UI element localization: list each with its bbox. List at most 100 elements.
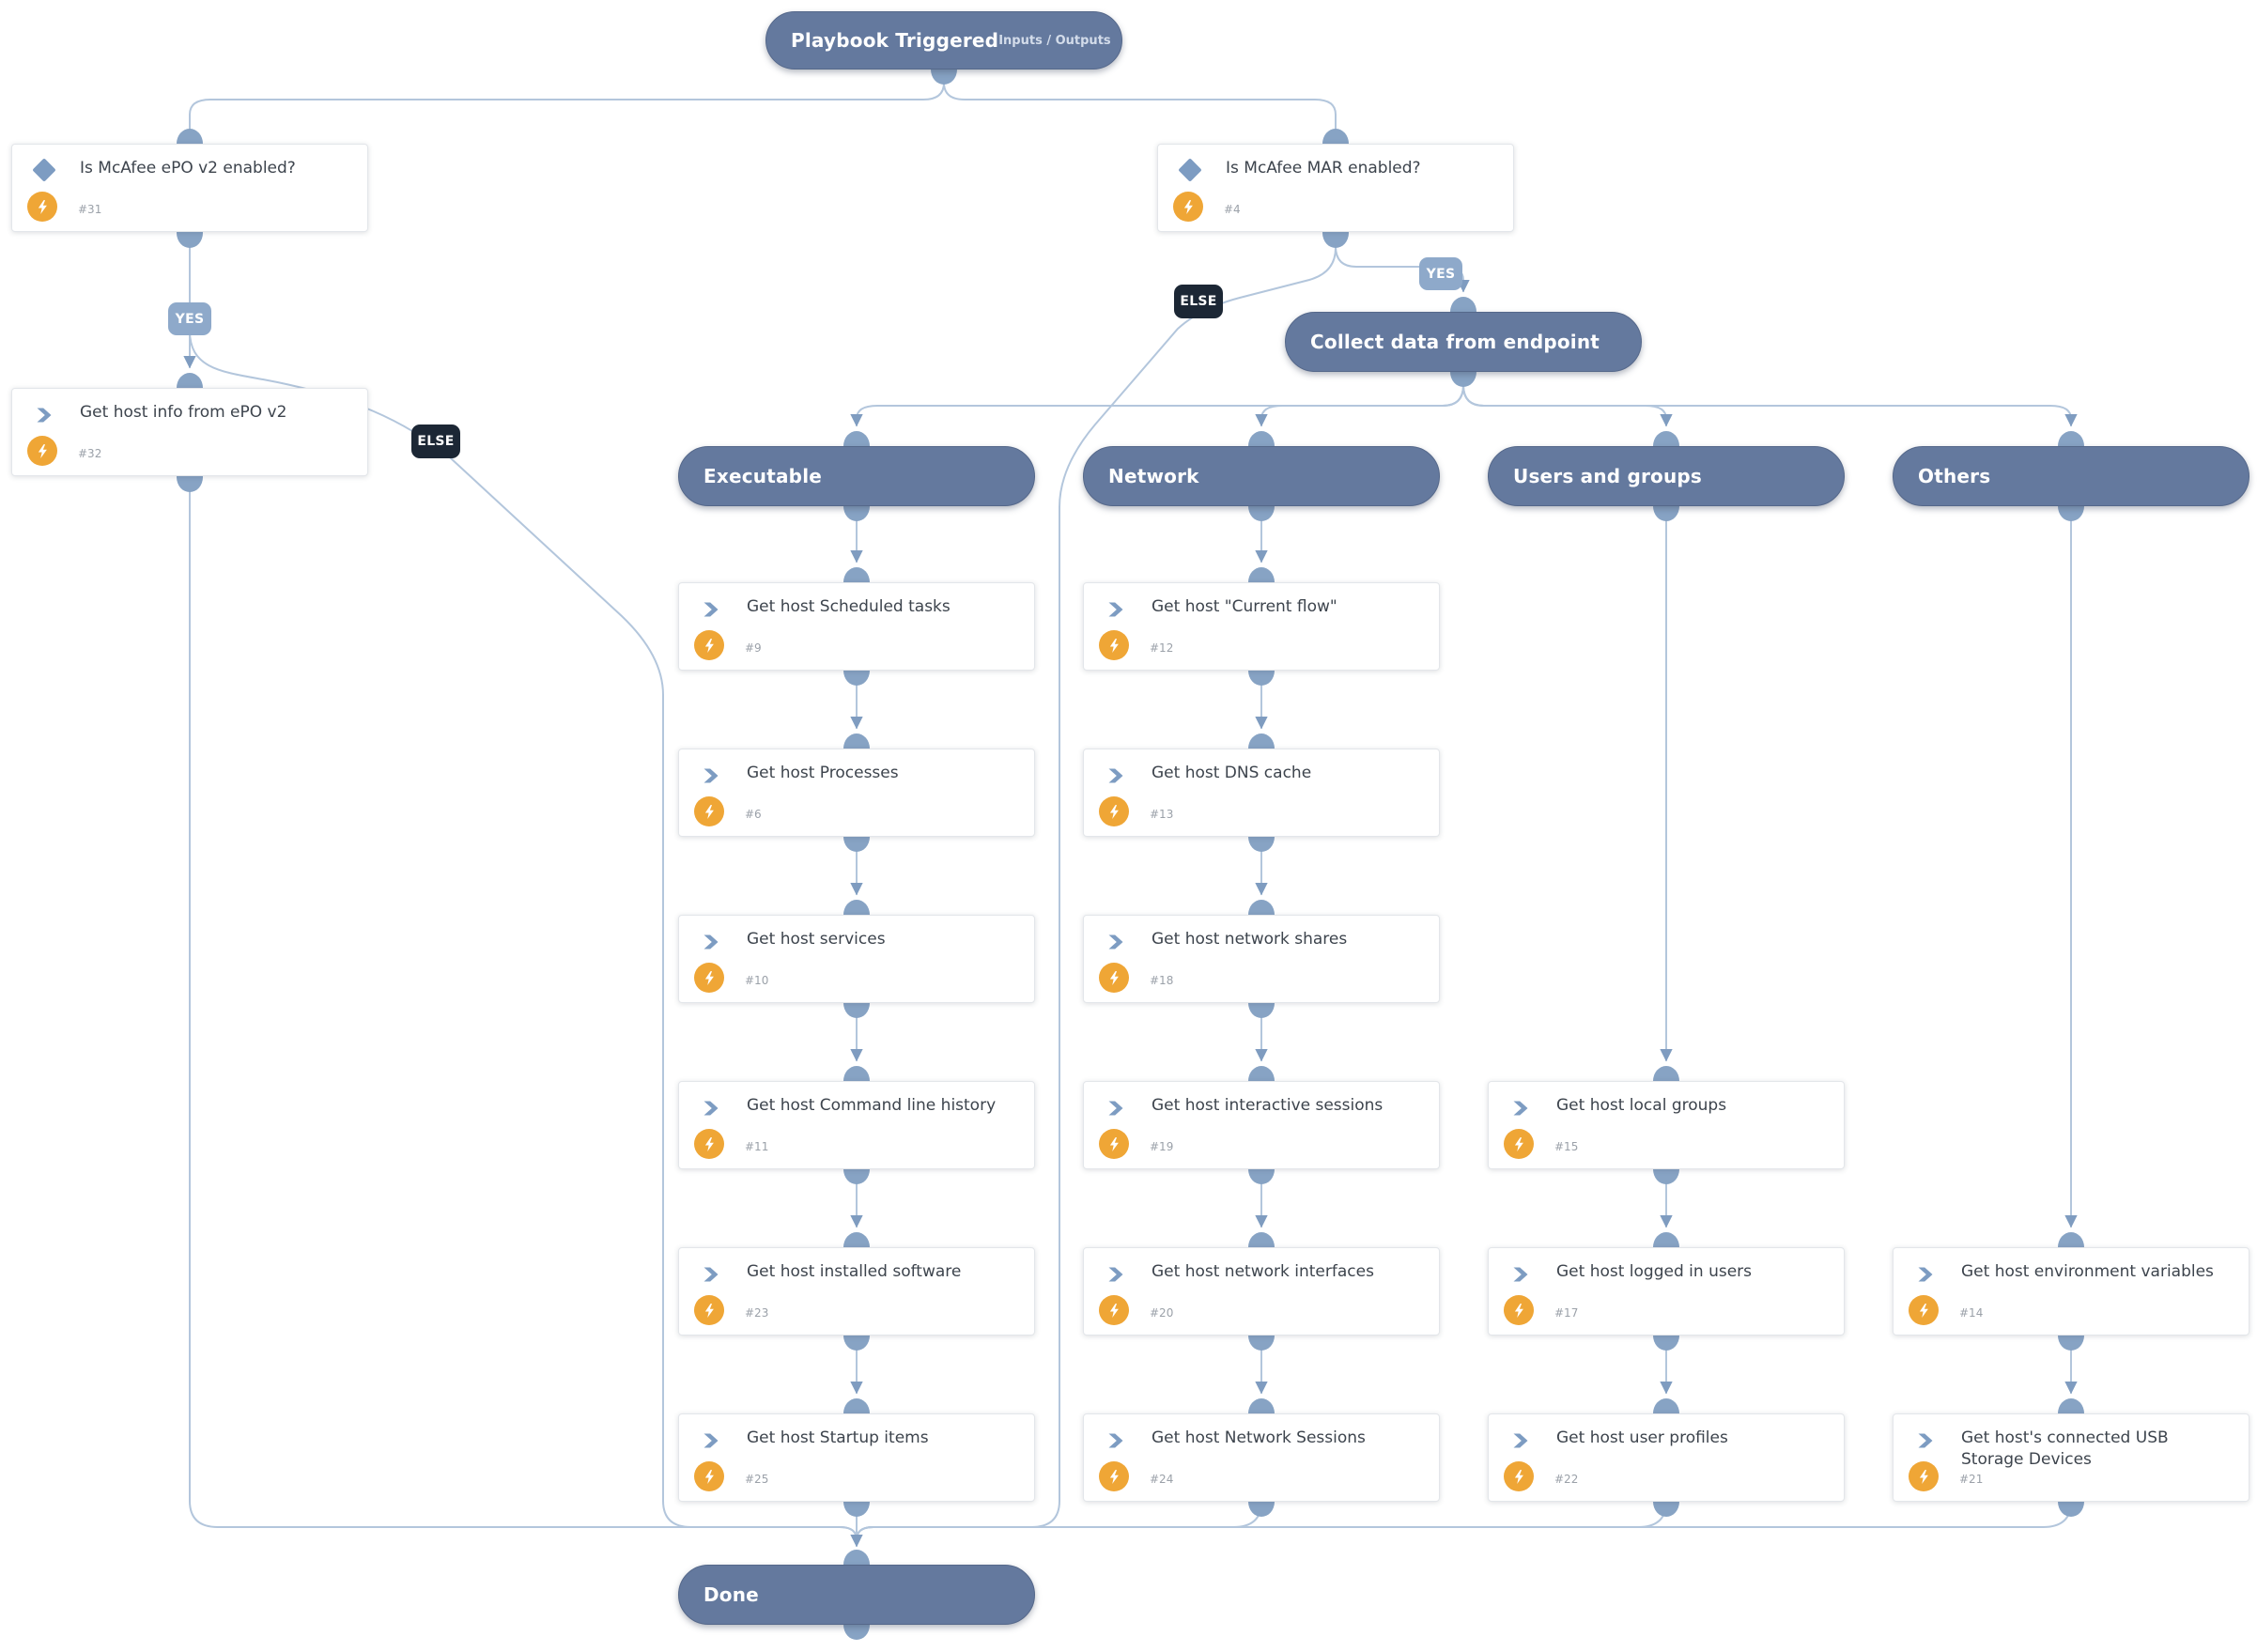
task-title: Get host environment variables bbox=[1961, 1262, 2214, 1281]
done-title: Done bbox=[703, 1583, 759, 1606]
lightning-bolt-icon bbox=[694, 796, 724, 826]
task-node-get-host-command-line-history[interactable]: Get host Command line history #11 bbox=[678, 1081, 1035, 1169]
lightning-bolt-icon bbox=[1504, 1129, 1534, 1159]
task-title: Get host services bbox=[747, 930, 886, 949]
task-title: Get host user profiles bbox=[1556, 1428, 1728, 1447]
task-node-get-host-processes[interactable]: Get host Processes #6 bbox=[678, 749, 1035, 837]
edge-path bbox=[1255, 371, 1464, 427]
task-node-get-host-info-from-epo-v2[interactable]: Get host info from ePO v2 #32 bbox=[11, 388, 368, 476]
condition-node-is-mcafee-mar-enabled[interactable]: Is McAfee MAR enabled? #4 bbox=[1157, 144, 1514, 232]
header-title: Users and groups bbox=[1513, 465, 1703, 487]
task-node-get-host-current-flow[interactable]: Get host "Current flow" #12 bbox=[1083, 582, 1440, 671]
section-header-others[interactable]: Others bbox=[1893, 446, 2249, 506]
header-title: Executable bbox=[703, 465, 823, 487]
task-chevron-icon bbox=[1106, 1099, 1125, 1118]
playbook-trigger-node[interactable]: Playbook Triggered Inputs / Outputs bbox=[765, 11, 1122, 69]
task-node-get-host-installed-software[interactable]: Get host installed software #23 bbox=[678, 1247, 1035, 1335]
task-number: #17 bbox=[1554, 1306, 1579, 1320]
task-chevron-icon bbox=[702, 1265, 720, 1284]
branch-label-yes-mar: YES bbox=[1419, 257, 1462, 290]
task-node-get-host-network-sessions[interactable]: Get host Network Sessions #24 bbox=[1083, 1413, 1440, 1502]
task-chevron-icon bbox=[1106, 600, 1125, 619]
condition-title: Is McAfee MAR enabled? bbox=[1226, 159, 1421, 178]
done-node[interactable]: Done bbox=[678, 1565, 1035, 1625]
lightning-bolt-icon bbox=[694, 963, 724, 993]
task-node-get-host-services[interactable]: Get host services #10 bbox=[678, 915, 1035, 1003]
task-node-get-host-user-profiles[interactable]: Get host user profiles #22 bbox=[1488, 1413, 1845, 1502]
branch-label-else-mar: ELSE bbox=[1174, 285, 1223, 318]
section-header-users-and-groups[interactable]: Users and groups bbox=[1488, 446, 1845, 506]
task-node-get-host-interactive-sessions[interactable]: Get host interactive sessions #19 bbox=[1083, 1081, 1440, 1169]
task-number: #24 bbox=[1150, 1473, 1174, 1486]
task-number: #11 bbox=[745, 1140, 769, 1153]
lightning-bolt-icon bbox=[1909, 1461, 1939, 1491]
lightning-bolt-icon bbox=[1504, 1295, 1534, 1325]
section-header-collect-data-from-endpoint[interactable]: Collect data from endpoint bbox=[1285, 312, 1642, 372]
task-title: Get host Network Sessions bbox=[1152, 1428, 1366, 1447]
task-title: Get host Command line history bbox=[747, 1096, 997, 1115]
lightning-bolt-icon bbox=[1099, 630, 1129, 660]
task-number: #10 bbox=[745, 974, 769, 987]
task-node-get-host-logged-in-users[interactable]: Get host logged in users #17 bbox=[1488, 1247, 1845, 1335]
condition-node-is-mcafee-epo-v2-enabled[interactable]: Is McAfee ePO v2 enabled? #31 bbox=[11, 144, 368, 232]
condition-title: Is McAfee ePO v2 enabled? bbox=[80, 159, 296, 178]
task-node-get-host-network-shares[interactable]: Get host network shares #18 bbox=[1083, 915, 1440, 1003]
lightning-bolt-icon bbox=[27, 192, 57, 222]
task-node-get-host-s-connected-usb-storage-devices[interactable]: Get host's connected USB Storage Devices… bbox=[1893, 1413, 2249, 1502]
lightning-bolt-icon bbox=[694, 1295, 724, 1325]
task-title: Get host Processes bbox=[747, 764, 899, 782]
task-title: Get host Startup items bbox=[747, 1428, 929, 1447]
header-title: Network bbox=[1108, 465, 1199, 487]
lightning-bolt-icon bbox=[1099, 1461, 1129, 1491]
inputs-outputs-link[interactable]: Inputs / Outputs bbox=[998, 33, 1111, 48]
task-number: #22 bbox=[1554, 1473, 1579, 1486]
edge-path bbox=[1462, 371, 2078, 427]
task-node-get-host-scheduled-tasks[interactable]: Get host Scheduled tasks #9 bbox=[678, 582, 1035, 671]
task-title: Get host interactive sessions bbox=[1152, 1096, 1384, 1115]
task-number: #20 bbox=[1150, 1306, 1174, 1320]
task-number: #13 bbox=[1150, 808, 1174, 821]
task-title: Get host "Current flow" bbox=[1152, 597, 1337, 616]
task-number: #21 bbox=[1959, 1473, 1984, 1486]
task-number: #31 bbox=[78, 203, 102, 216]
task-chevron-icon bbox=[1916, 1265, 1935, 1284]
task-title: Get host installed software bbox=[747, 1262, 962, 1281]
task-chevron-icon bbox=[1106, 766, 1125, 785]
lightning-bolt-icon bbox=[1099, 796, 1129, 826]
task-title: Get host network interfaces bbox=[1152, 1262, 1374, 1281]
task-node-get-host-environment-variables[interactable]: Get host environment variables #14 bbox=[1893, 1247, 2249, 1335]
task-chevron-icon bbox=[1511, 1099, 1530, 1118]
task-chevron-icon bbox=[702, 600, 720, 619]
task-node-get-host-dns-cache[interactable]: Get host DNS cache #13 bbox=[1083, 749, 1440, 837]
section-header-network[interactable]: Network bbox=[1083, 446, 1440, 506]
task-title: Get host network shares bbox=[1152, 930, 1348, 949]
task-chevron-icon bbox=[1106, 1431, 1125, 1450]
lightning-bolt-icon bbox=[1099, 1295, 1129, 1325]
task-chevron-icon bbox=[1511, 1431, 1530, 1450]
lightning-bolt-icon bbox=[1099, 963, 1129, 993]
lightning-bolt-icon bbox=[694, 1129, 724, 1159]
task-node-get-host-local-groups[interactable]: Get host local groups #15 bbox=[1488, 1081, 1845, 1169]
task-number: #4 bbox=[1224, 203, 1241, 216]
task-chevron-icon bbox=[1511, 1265, 1530, 1284]
task-number: #32 bbox=[78, 447, 102, 460]
lightning-bolt-icon bbox=[694, 1461, 724, 1491]
task-node-get-host-network-interfaces[interactable]: Get host network interfaces #20 bbox=[1083, 1247, 1440, 1335]
task-number: #9 bbox=[745, 641, 762, 655]
task-number: #18 bbox=[1150, 974, 1174, 987]
section-header-executable[interactable]: Executable bbox=[678, 446, 1035, 506]
task-number: #19 bbox=[1150, 1140, 1174, 1153]
task-title: Get host Scheduled tasks bbox=[747, 597, 951, 616]
task-chevron-icon bbox=[1106, 1265, 1125, 1284]
lightning-bolt-icon bbox=[1099, 1129, 1129, 1159]
task-number: #23 bbox=[745, 1306, 769, 1320]
lightning-bolt-icon bbox=[1909, 1295, 1939, 1325]
task-chevron-icon bbox=[1916, 1431, 1935, 1450]
task-title: Get host's connected USB Storage Devices bbox=[1961, 1428, 2169, 1470]
task-number: #14 bbox=[1959, 1306, 1984, 1320]
edge-path bbox=[943, 69, 1337, 143]
lightning-bolt-icon bbox=[27, 436, 57, 466]
task-chevron-icon bbox=[702, 1431, 720, 1450]
task-node-get-host-startup-items[interactable]: Get host Startup items #25 bbox=[678, 1413, 1035, 1502]
task-chevron-icon bbox=[702, 933, 720, 951]
